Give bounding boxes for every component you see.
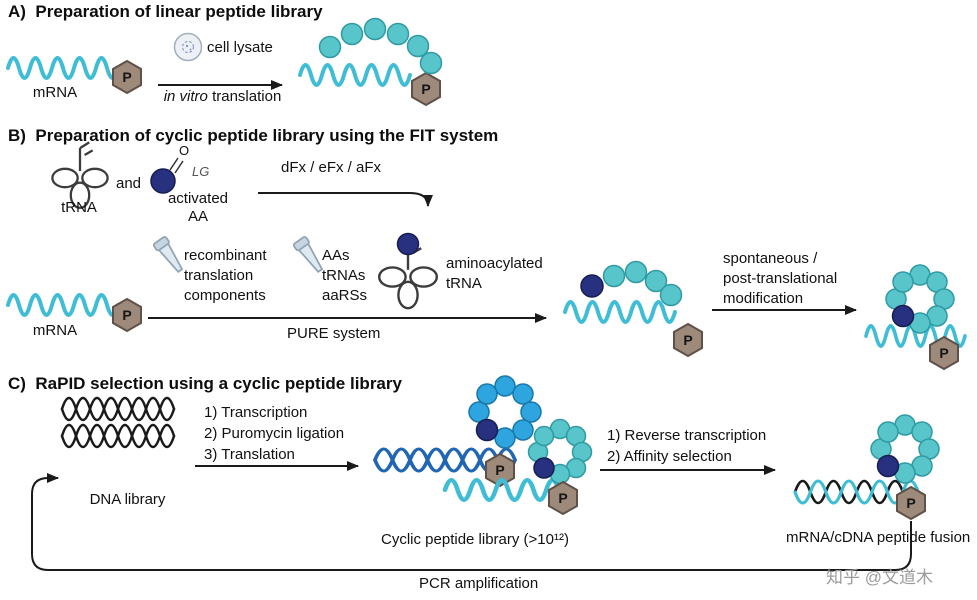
recombinant-line2: translation bbox=[184, 267, 254, 284]
mrna-label-b: mRNA bbox=[32, 322, 78, 339]
and-label: and bbox=[116, 175, 142, 192]
components-line3: aaRSs bbox=[322, 287, 368, 304]
leaving-group-label: LG bbox=[192, 164, 210, 179]
modification-line3: modification bbox=[723, 290, 804, 307]
panel-a-title: A) Preparation of linear peptide library bbox=[8, 2, 323, 21]
step2-line1: 1) Reverse transcription bbox=[607, 427, 767, 444]
activated-aa-icon bbox=[150, 157, 184, 194]
aminoacylated-line1: aminoacylated bbox=[446, 255, 543, 272]
recombinant-line1: recombinant bbox=[184, 247, 267, 264]
linear-peptide-chain bbox=[318, 17, 443, 75]
puromycin-hexagon-b2 bbox=[673, 323, 703, 357]
aminoacylated-trna-icon bbox=[378, 232, 438, 310]
step1-line2: 2) Puromycin ligation bbox=[204, 425, 345, 442]
in-vitro-translation-label: in vitro translation bbox=[163, 88, 282, 105]
cell-lysate-icon bbox=[173, 32, 203, 62]
dna-library-label: DNA library bbox=[89, 491, 166, 508]
activated-aa-line1: activated bbox=[167, 190, 229, 207]
library-member-2 bbox=[445, 418, 593, 515]
fusion-label: mRNA/cDNA peptide fusion bbox=[786, 529, 971, 546]
flexizyme-arrow bbox=[258, 192, 433, 207]
recombinant-line3: components bbox=[184, 287, 266, 304]
puromycin-hexagon-a2 bbox=[411, 72, 441, 106]
watermark: 知乎 @文道木 bbox=[826, 568, 933, 587]
pcr-amplification-label: PCR amplification bbox=[419, 575, 539, 592]
mrna-wave-b bbox=[6, 293, 120, 317]
components-line2: tRNAs bbox=[322, 267, 366, 284]
cyclic-library-label: Cyclic peptide library (>10¹²) bbox=[381, 531, 569, 548]
dna-library-helix bbox=[60, 396, 176, 449]
mrna-label-a: mRNA bbox=[32, 84, 78, 101]
puromycin-hexagon-b3 bbox=[929, 336, 959, 370]
mrna-wave-a1 bbox=[6, 56, 120, 80]
panel-c-title: C) RaPID selection using a cyclic peptid… bbox=[8, 374, 402, 393]
panel-b-title: B) Preparation of cyclic peptide library… bbox=[8, 126, 499, 145]
puromycin-hexagon-b1 bbox=[112, 298, 142, 332]
mrna-wave-a2 bbox=[298, 63, 412, 87]
aminoacylated-line2: tRNA bbox=[446, 275, 482, 292]
flexizyme-label: dFx / eFx / aFx bbox=[281, 159, 382, 176]
cell-lysate-label: cell lysate bbox=[207, 39, 273, 56]
step1-line3: 3) Translation bbox=[204, 446, 295, 463]
components-line1: AAs bbox=[322, 247, 350, 264]
mrna-cdna-fusion bbox=[793, 414, 940, 520]
nascent-peptide-chain bbox=[580, 260, 683, 307]
cyclic-peptide-b bbox=[885, 264, 955, 334]
tube-icon-recombinant bbox=[152, 235, 188, 276]
activated-aa-line2: AA bbox=[187, 208, 208, 225]
modification-line1: spontaneous / bbox=[723, 250, 818, 267]
carbonyl-o-label: O bbox=[179, 143, 190, 158]
pure-system-label: PURE system bbox=[287, 325, 381, 342]
library-member-1 bbox=[373, 375, 542, 487]
modification-line2: post-translational bbox=[723, 270, 838, 287]
step1-line1: 1) Transcription bbox=[204, 404, 308, 421]
step2-line2: 2) Affinity selection bbox=[607, 448, 732, 465]
trna-label: tRNA bbox=[61, 199, 97, 216]
pcr-cycle-arrow bbox=[31, 473, 912, 571]
puromycin-hexagon-a1 bbox=[112, 60, 142, 94]
mrna-wave-b2 bbox=[563, 300, 677, 324]
